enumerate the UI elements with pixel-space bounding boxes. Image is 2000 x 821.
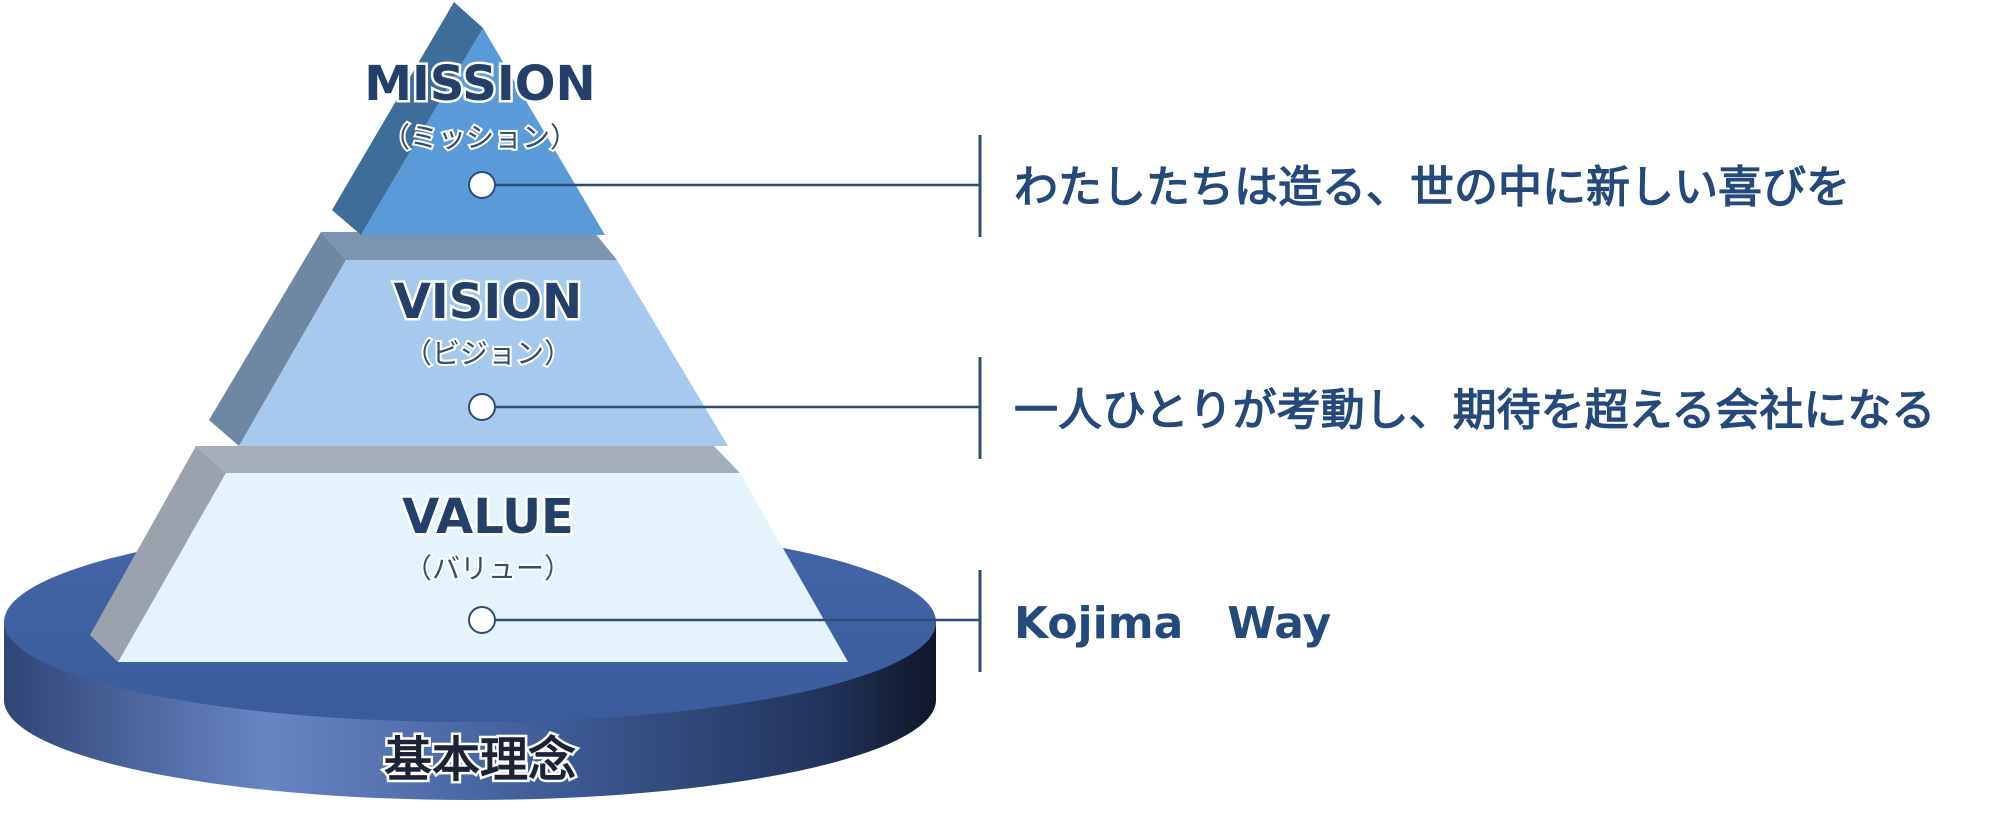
- value-statement: Kojima Way: [1014, 598, 1331, 649]
- mission-face: [361, 28, 605, 235]
- vision-title: VISION: [394, 274, 582, 330]
- tier-mission: [332, 2, 605, 235]
- vision-side: [209, 232, 346, 446]
- base-label: 基本理念: [384, 732, 576, 788]
- mission-node: [468, 171, 496, 199]
- vision-connector: [468, 357, 982, 459]
- mission-side: [332, 2, 483, 235]
- vision-top-edge: [321, 232, 617, 260]
- value-title: VALUE: [402, 489, 574, 545]
- value-subtitle: （バリュー）: [404, 552, 572, 585]
- value-node: [468, 606, 496, 634]
- vision-face: [239, 260, 728, 446]
- value-side: [90, 446, 226, 662]
- value-face: [118, 473, 848, 662]
- mission-statement: わたしたちは造る、世の中に新しい喜びを: [1014, 162, 1850, 213]
- vision-node: [468, 393, 496, 421]
- mission-title: MISSION: [364, 56, 595, 112]
- mission-connector: [468, 135, 982, 237]
- value-top-edge: [196, 446, 740, 473]
- mission-subtitle: （ミッション）: [382, 121, 578, 154]
- tier-vision: [209, 232, 728, 446]
- vision-statement: 一人ひとりが考動し、期待を超える会社になる: [1014, 385, 1935, 436]
- tier-value: [90, 446, 848, 662]
- vision-subtitle: （ビジョン）: [404, 337, 572, 370]
- value-connector: [468, 570, 982, 672]
